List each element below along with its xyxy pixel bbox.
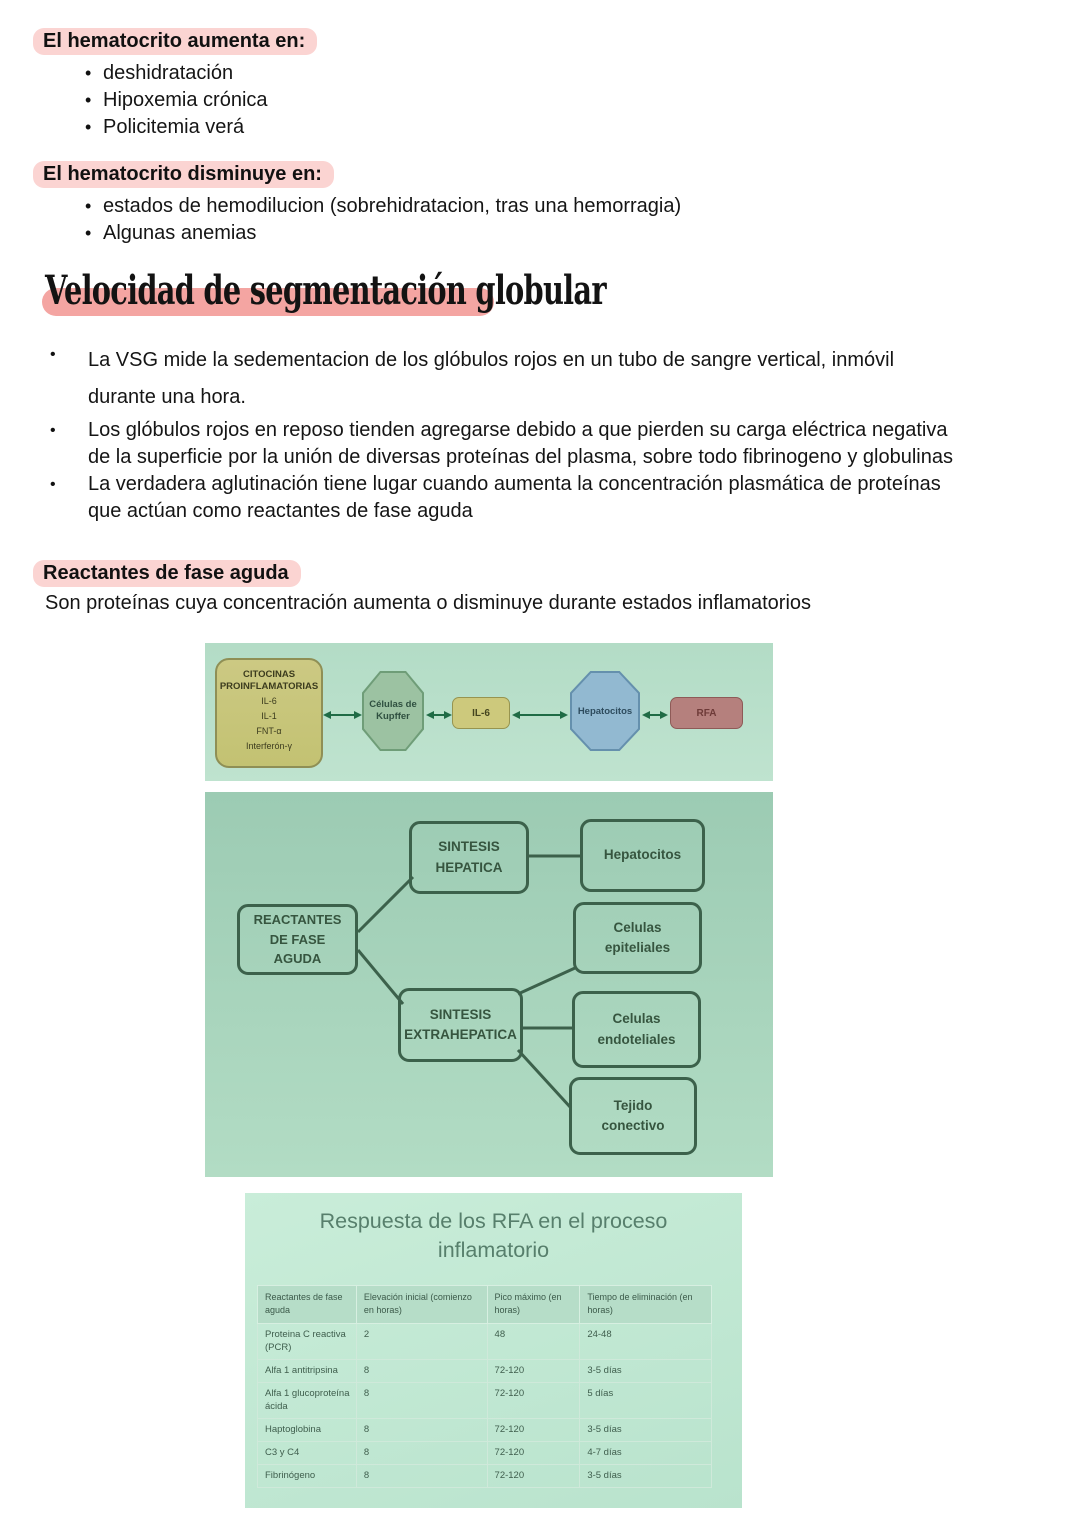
list-vsg: La VSG mide la sedementacion de los glób…	[50, 336, 955, 525]
page-title: Velocidad de segmentación globular	[45, 267, 607, 314]
list-item: deshidratación	[85, 60, 268, 87]
list-item: Los glóbulos rojos en reposo tienden agr…	[50, 417, 955, 471]
section-title-vsg: Velocidad de segmentación globular	[42, 267, 607, 324]
heading-hematocrito-disminuye: El hematocrito disminuye en:	[33, 161, 334, 188]
list-item: Algunas anemias	[85, 220, 681, 247]
table-header-row: Reactantes de fase aguda Elevación inici…	[257, 1285, 712, 1324]
connector-lines	[356, 854, 580, 1110]
column-header: Elevación inicial (comienzo en horas)	[355, 1285, 488, 1324]
pink-highlight-band	[42, 288, 494, 316]
rfa-node: RFA	[670, 697, 743, 729]
list-item: La verdadera aglutinación tiene lugar cu…	[50, 471, 955, 525]
pink-highlight: Reactantes de fase aguda	[33, 560, 301, 587]
celulas-epiteliales-node: Celulas epiteliales	[573, 902, 702, 974]
pink-highlight: El hematocrito disminuye en:	[33, 161, 334, 188]
list-item: Policitemia verá	[85, 114, 268, 141]
kupffer-node: Células de Kupffer	[362, 671, 424, 751]
sintesis-hepatica-node: SINTESIS HEPATICA	[409, 821, 529, 894]
rfa-table: Reactantes de fase aguda Elevación inici…	[257, 1285, 712, 1488]
hepatocitos-node: Hepatocitos	[580, 819, 705, 892]
sintesis-extrahepatica-node: SINTESIS EXTRAHEPATICA	[398, 988, 523, 1062]
rfa-response-table-image: Respuesta de los RFA en el proceso infla…	[245, 1193, 742, 1508]
table-title: Respuesta de los RFA en el proceso infla…	[319, 1209, 668, 1262]
pink-highlight: El hematocrito aumenta en:	[33, 28, 318, 55]
list-hematocrito-aumenta: deshidratación Hipoxemia crónica Policit…	[85, 60, 268, 141]
double-arrow-icon	[323, 711, 362, 719]
list-hematocrito-disminuye: estados de hemodilucion (sobrehidratacio…	[85, 193, 681, 247]
citocinas-box: CITOCINAS PROINFLAMATORIAS IL-6 IL-1 FNT…	[215, 658, 323, 768]
column-header: Tiempo de eliminación (en horas)	[579, 1285, 712, 1324]
rfa-synthesis-diagram: REACTANTES DE FASE AGUDA SINTESIS HEPATI…	[205, 792, 773, 1177]
il6-node: IL-6	[452, 697, 510, 729]
hepatocitos-node: Hepatocitos	[570, 671, 640, 751]
list-item: estados de hemodilucion (sobrehidratacio…	[85, 193, 681, 220]
list-item: La VSG mide la sedementacion de los glób…	[50, 336, 955, 416]
cytokines-flow-diagram: CITOCINAS PROINFLAMATORIAS IL-6 IL-1 FNT…	[205, 643, 773, 781]
tejido-conectivo-node: Tejido conectivo	[569, 1077, 697, 1155]
celulas-endoteliales-node: Celulas endoteliales	[572, 991, 701, 1068]
list-item: Hipoxemia crónica	[85, 87, 268, 114]
column-header: Pico máximo (en horas)	[486, 1285, 581, 1324]
double-arrow-icon	[426, 711, 452, 719]
heading-hematocrito-aumenta: El hematocrito aumenta en:	[33, 28, 318, 55]
double-arrow-icon	[512, 711, 568, 719]
heading-reactantes: Reactantes de fase aguda	[33, 560, 301, 587]
column-header: Reactantes de fase aguda	[257, 1285, 357, 1324]
reactantes-description: Son proteínas cuya concentración aumenta…	[45, 592, 812, 614]
reactantes-fase-aguda-node: REACTANTES DE FASE AGUDA	[237, 904, 358, 975]
double-arrow-icon	[642, 711, 668, 719]
